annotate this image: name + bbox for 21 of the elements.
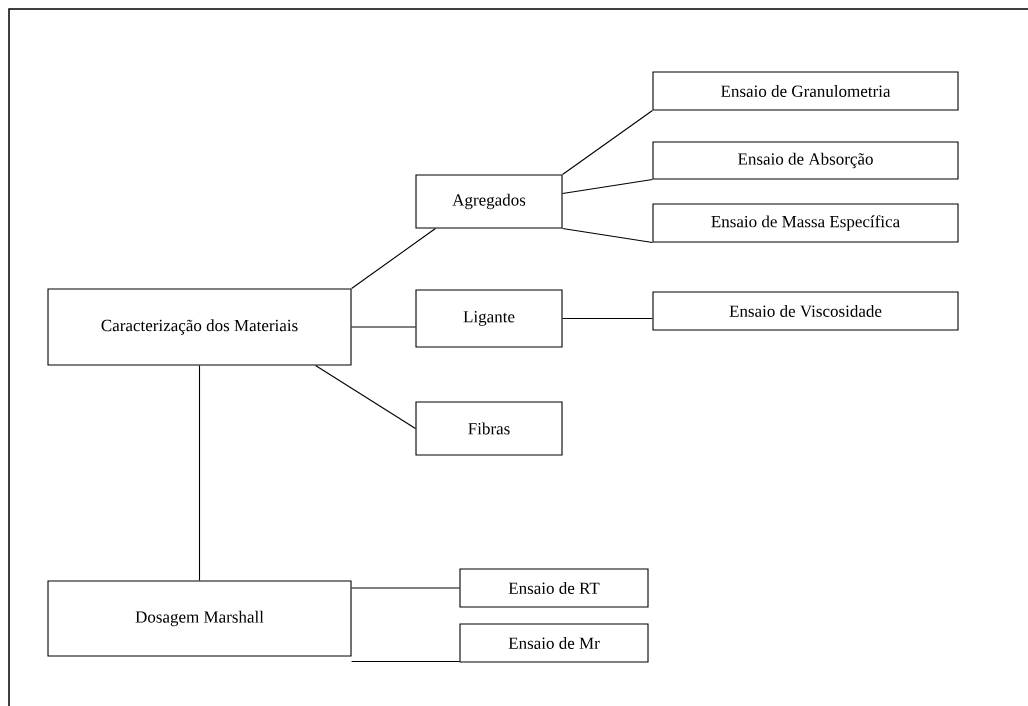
process-box: Dosagem Marshall	[47, 580, 352, 657]
process-box: Agregados	[415, 174, 563, 229]
connector-line	[562, 179, 653, 195]
process-box: Ensaio de RT	[459, 568, 649, 608]
connector-line	[351, 326, 416, 328]
process-box: Ensaio de Granulometria	[652, 71, 959, 111]
connector-line	[315, 365, 416, 430]
connector-line	[351, 228, 436, 289]
process-box: Ligante	[415, 289, 563, 348]
connector-line	[562, 110, 653, 175]
process-box: Caracterização dos Materiais	[47, 288, 352, 366]
connector-line	[562, 228, 653, 244]
connector-line	[562, 317, 653, 320]
connector-line	[351, 661, 460, 663]
process-box: Ensaio de Massa Específica	[652, 203, 959, 243]
process-box: Ensaio de Mr	[459, 623, 649, 663]
process-box: Ensaio de Viscosidade	[652, 291, 959, 331]
connector-line	[198, 365, 201, 581]
process-box: Fibras	[415, 401, 563, 456]
process-box: Ensaio de Absorção	[652, 141, 959, 180]
connector-line	[351, 587, 460, 589]
